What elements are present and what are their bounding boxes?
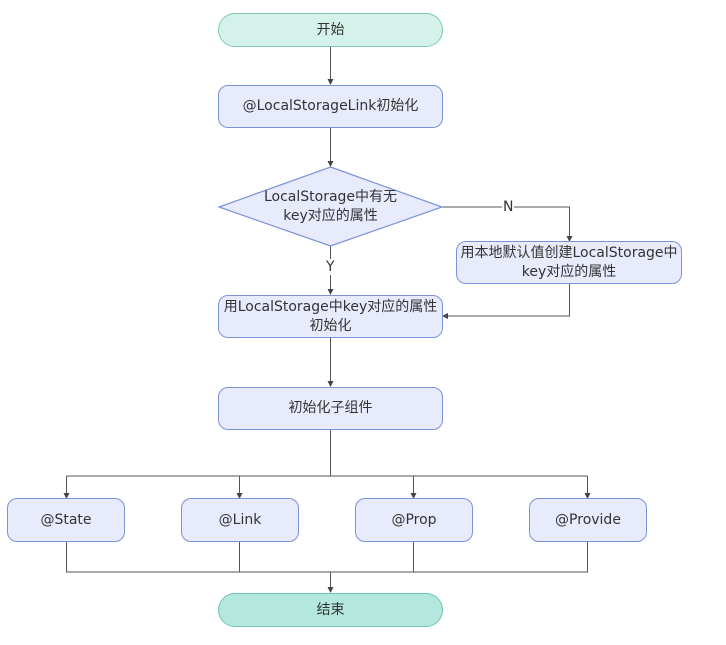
edge-decision-no — [442, 206, 573, 242]
prop-node: @Prop — [355, 498, 473, 542]
edge-label-no: N — [502, 199, 515, 215]
init-from-storage-line1: 用LocalStorage中key对应的属性 — [223, 298, 438, 315]
edge-children-fanout — [66, 429, 588, 477]
init-from-storage-line2: 初始化 — [309, 317, 352, 334]
end-node: 结束 — [218, 593, 443, 627]
start-label: 开始 — [316, 21, 345, 38]
start-node: 开始 — [218, 13, 443, 47]
end-label: 结束 — [316, 601, 345, 618]
init-link-node: @LocalStorageLink初始化 — [218, 85, 443, 128]
edge-create-default-to-init — [442, 284, 570, 319]
decision-diamond — [217, 166, 444, 247]
init-link-label: @LocalStorageLink初始化 — [242, 98, 419, 114]
edge-fanin — [66, 542, 588, 573]
create-default-line1: 用本地默认值创建LocalStorage中 — [460, 244, 678, 261]
state-label: @State — [40, 511, 92, 528]
init-from-storage-node: 用LocalStorage中key对应的属性 初始化 — [218, 295, 443, 338]
create-default-node: 用本地默认值创建LocalStorage中 key对应的属性 — [456, 241, 682, 284]
link-node: @Link — [181, 498, 299, 542]
init-children-node: 初始化子组件 — [218, 387, 443, 430]
decision-label-line1: LocalStorage中有无 — [263, 189, 398, 205]
state-node: @State — [7, 498, 125, 542]
provide-label: @Provide — [555, 511, 621, 528]
link-label: @Link — [218, 511, 262, 528]
edge-label-yes: Y — [325, 259, 336, 275]
provide-node: @Provide — [529, 498, 647, 542]
decision-node: LocalStorage中有无 key对应的属性 — [240, 188, 421, 226]
decision-label-line2: key对应的属性 — [283, 208, 378, 224]
init-children-label: 初始化子组件 — [288, 400, 373, 416]
prop-label: @Prop — [391, 511, 437, 528]
create-default-line2: key对应的属性 — [521, 263, 617, 280]
